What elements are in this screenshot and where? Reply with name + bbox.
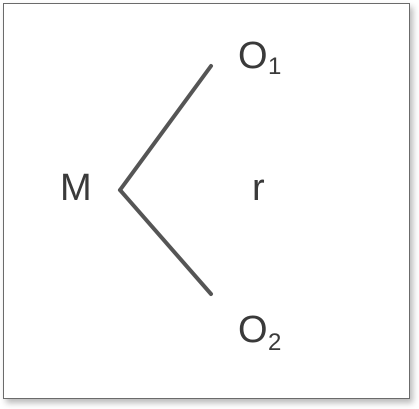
node-o2-letter: O — [238, 309, 268, 351]
node-o2-subscript: 2 — [268, 329, 281, 356]
edge-m-o1 — [118, 64, 213, 192]
relation-label: r — [252, 167, 265, 209]
node-m-label: M — [60, 167, 92, 209]
node-o1: O 1 — [238, 35, 281, 80]
node-o1-subscript: 1 — [268, 53, 281, 80]
node-o1-letter: O — [238, 35, 268, 77]
edge-m-o2 — [118, 188, 213, 296]
node-o2: O 2 — [238, 309, 281, 356]
